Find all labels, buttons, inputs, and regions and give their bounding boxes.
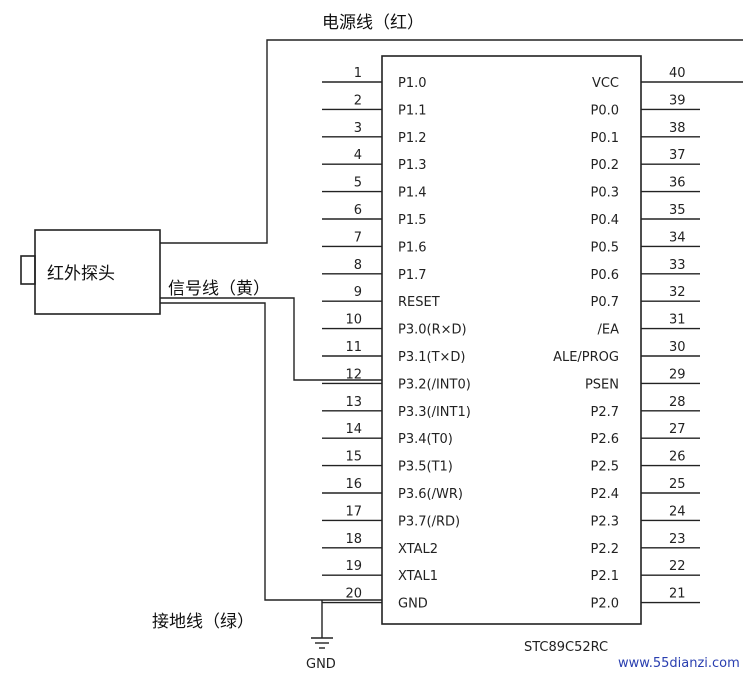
right-pin-name: P0.5 [590,240,619,255]
right-pin-number: 26 [669,450,686,465]
right-pin-name: P2.0 [590,597,619,612]
right-pin-number: 22 [669,559,686,574]
right-pin-number: 34 [669,230,686,245]
right-pin-name: P2.5 [590,460,619,475]
left-pin-name: XTAL1 [398,569,438,584]
left-pin-number: 19 [345,559,362,574]
right-pin-name: P2.4 [590,487,619,502]
right-pin-number: 39 [669,93,686,108]
left-pin-number: 12 [345,367,362,382]
sensor-label: 红外探头 [47,264,115,284]
power-wire-label: 电源线（红） [322,13,424,33]
right-pin-number: 28 [669,395,686,410]
left-pin-name: GND [398,597,428,612]
left-pin-number: 18 [345,532,362,547]
left-pin-number: 1 [354,66,362,81]
left-pin-number: 17 [345,504,362,519]
watermark-label: www.55dianzi.com [618,656,740,671]
right-pin-name: P2.2 [590,542,619,557]
left-pin-name: P3.7(/RD) [398,514,460,529]
right-pin-number: 25 [669,477,686,492]
left-pin-name: P1.0 [398,76,427,91]
right-pin-name: PSEN [585,377,619,392]
right-pin-number: 27 [669,422,686,437]
left-pin-number: 11 [345,340,362,355]
right-pin-number: 35 [669,203,686,218]
power-wire [160,39,743,244]
right-pin-name: P0.0 [590,103,619,118]
right-pin-number: 40 [669,66,686,81]
right-pin-number: 21 [669,587,686,602]
left-pin-name: P3.3(/INT1) [398,405,471,420]
right-pin-name: P2.6 [590,432,619,447]
right-pin-name: P0.6 [590,268,619,283]
right-pin-name: /EA [598,323,620,338]
left-pin-name: P3.0(R×D) [398,323,467,338]
right-pin-number: 36 [669,176,686,191]
right-pin-number: 33 [669,258,686,273]
left-pin-number: 13 [345,395,362,410]
left-pin-name: P1.4 [398,186,427,201]
right-pin-name: VCC [592,76,619,91]
left-pin-number: 7 [354,230,362,245]
sensor-lens-icon [20,255,36,285]
right-pin-name: P0.1 [590,131,619,146]
right-pin-name: P2.7 [590,405,619,420]
left-pin-name: XTAL2 [398,542,438,557]
left-pin-number: 9 [354,285,362,300]
left-pin-name: P3.1(T×D) [398,350,466,365]
left-pin-number: 2 [354,93,362,108]
right-pin-number: 30 [669,340,686,355]
right-pin-number: 32 [669,285,686,300]
left-pin-name: P1.2 [398,131,427,146]
left-pin-name: P3.5(T1) [398,460,453,475]
right-pin-name: P0.4 [590,213,619,228]
left-pin-number: 16 [345,477,362,492]
chip-label: STC89C52RC [524,640,608,655]
gnd-label: GND [306,657,336,672]
left-pin-number: 14 [345,422,362,437]
right-pin-number: 23 [669,532,686,547]
left-pin-number: 6 [354,203,362,218]
right-pin-name: P0.7 [590,295,619,310]
ground-wire-label: 接地线（绿） [152,612,254,632]
chip-body [381,55,642,625]
signal-wire-label: 信号线（黄） [168,279,270,299]
right-pin-name: P0.2 [590,158,619,173]
signal-wire [160,297,382,381]
ground-wire [160,302,382,601]
left-pin-name: P1.6 [398,240,427,255]
right-pin-name: P0.3 [590,186,619,201]
pin-group: 1P1.0 2P1.1 3P1.2 4P1.3 5P1.4 6P1.5 7P1.6 8P1.7… [322,66,743,612]
left-pin-name: P3.2(/INT0) [398,377,471,392]
left-pin-number: 5 [354,176,362,191]
left-pin-number: 10 [345,313,362,328]
left-pin-number: 15 [345,450,362,465]
left-pin-number: 4 [354,148,362,163]
left-pin-name: P1.1 [398,103,427,118]
right-pin-name: ALE/PROG [553,350,619,365]
left-pin-name: RESET [398,295,440,310]
left-pin-name: P1.7 [398,268,427,283]
left-pin-number: 8 [354,258,362,273]
right-pin-number: 38 [669,121,686,136]
left-pin-name: P3.4(T0) [398,432,453,447]
left-pin-number: 3 [354,121,362,136]
right-pin-name: P2.1 [590,569,619,584]
ground-symbol-icon [311,637,333,649]
left-pin-name: P1.5 [398,213,427,228]
left-pin-name: P3.6(/WR) [398,487,463,502]
right-pin-number: 37 [669,148,686,163]
left-pin-number: 20 [345,587,362,602]
right-pin-number: 31 [669,313,686,328]
right-pin-number: 24 [669,504,686,519]
right-pin-number: 29 [669,367,686,382]
left-pin-name: P1.3 [398,158,427,173]
right-pin-name: P2.3 [590,514,619,529]
